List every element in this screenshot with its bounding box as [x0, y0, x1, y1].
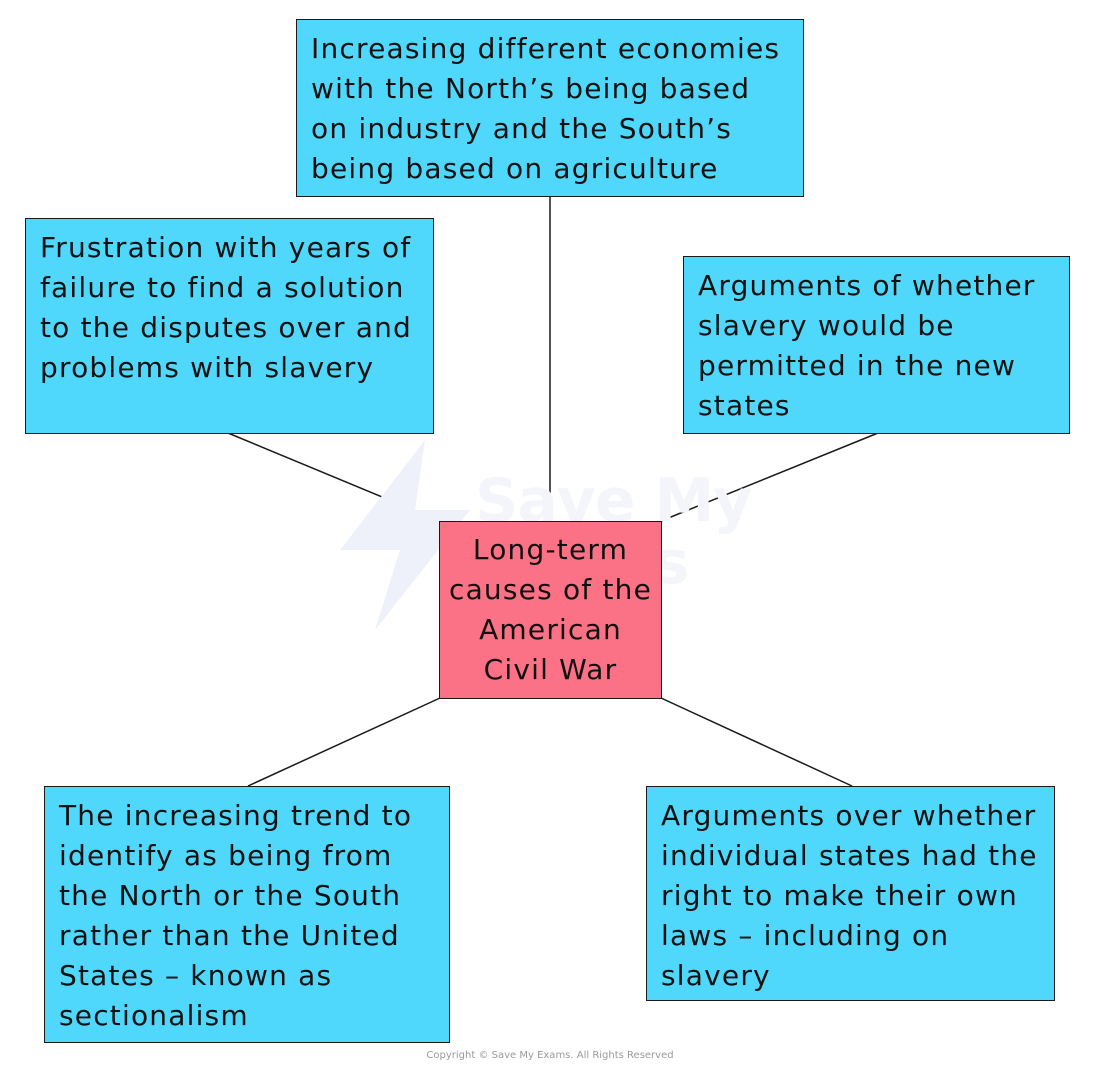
connector-upper-left [227, 432, 441, 522]
central-topic-box: Long-term causes of the American Civil W… [439, 521, 662, 699]
cause-box-lower-right: Arguments over whether individual states… [646, 786, 1055, 1001]
cause-box-upper-left: Frustration with years of failure to fin… [25, 218, 434, 434]
copyright-notice: Copyright © Save My Exams. All Rights Re… [426, 1050, 674, 1061]
cause-box-top: Increasing different economies with the … [296, 19, 804, 197]
cause-box-lower-left: The increasing trend to identify as bein… [44, 786, 450, 1043]
connector-lower-left [247, 697, 441, 787]
cause-text-lower-left: The increasing trend to identify as bein… [59, 799, 413, 1032]
cause-text-top: Increasing different economies with the … [311, 32, 781, 185]
cause-text-upper-left: Frustration with years of failure to fin… [40, 231, 413, 384]
cause-text-upper-right: Arguments of whether slavery would be pe… [698, 269, 1036, 422]
central-topic-label: Long-term causes of the American Civil W… [448, 533, 653, 686]
cause-box-upper-right: Arguments of whether slavery would be pe… [683, 256, 1070, 434]
connector-lower-right [660, 697, 853, 787]
cause-text-lower-right: Arguments over whether individual states… [661, 799, 1038, 992]
connector-upper-right [660, 432, 879, 522]
